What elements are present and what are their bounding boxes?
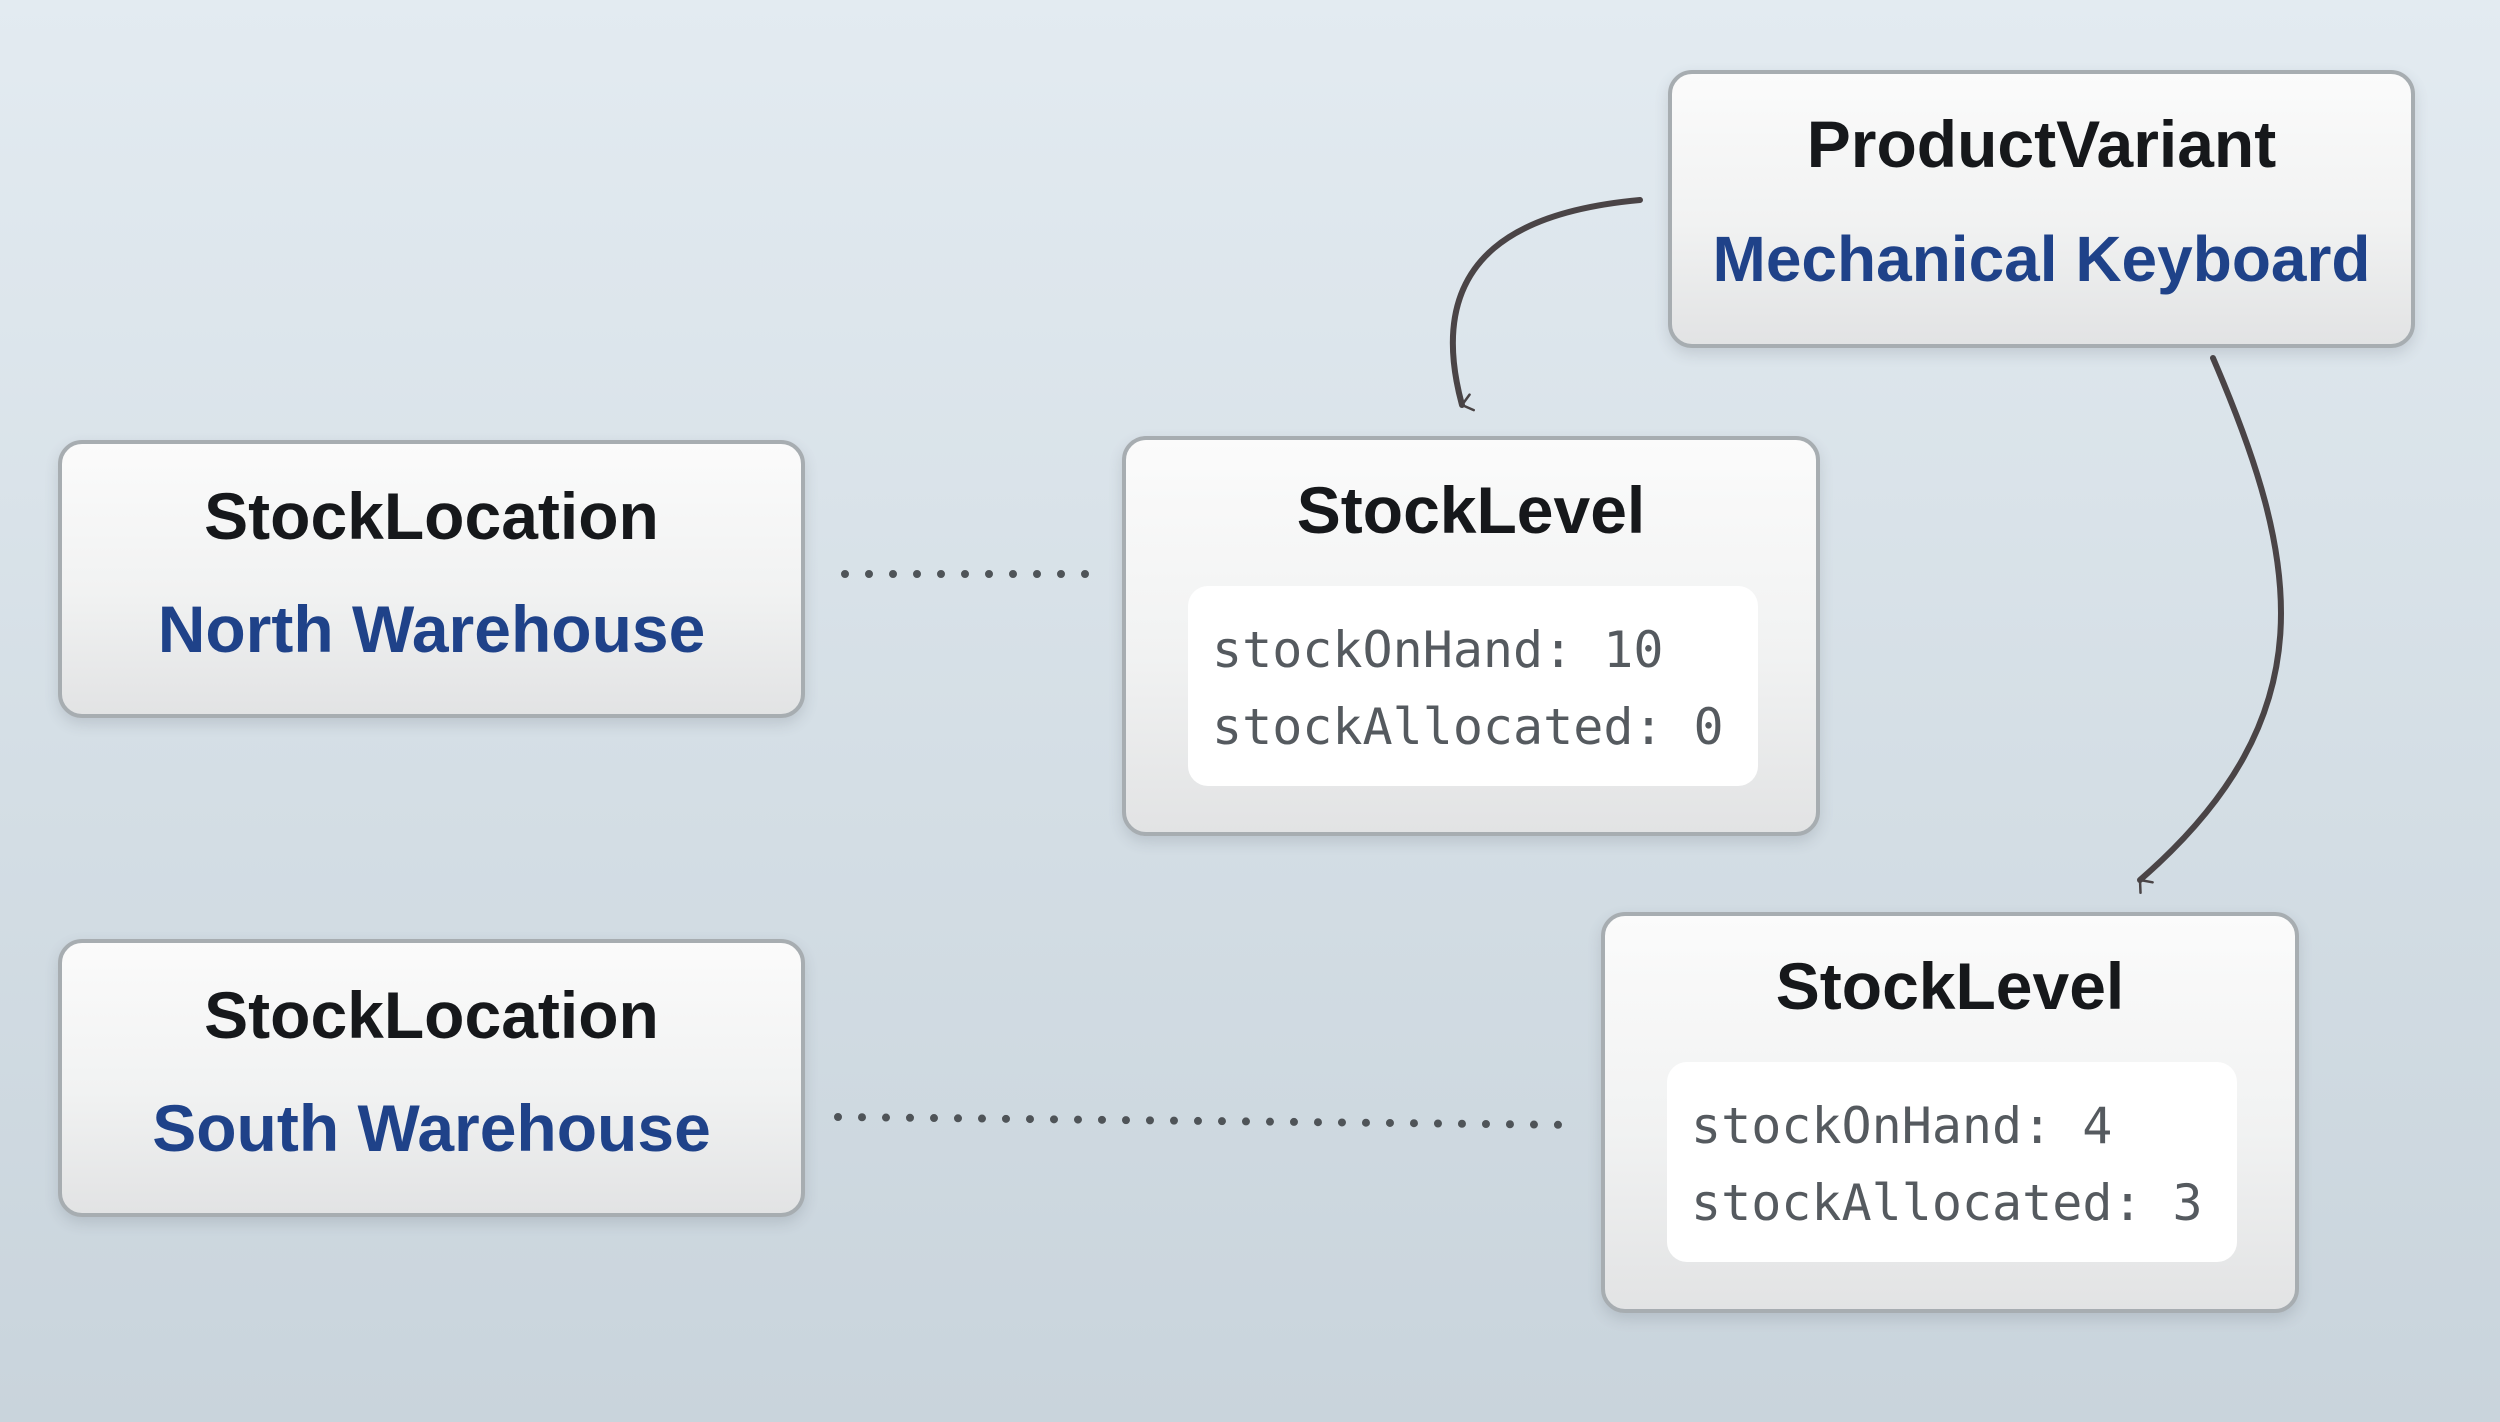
stock-allocated-label: stockAllocated xyxy=(1212,698,1634,756)
field-separator: : xyxy=(1633,698,1664,756)
stock-on-hand-value: 4 xyxy=(2082,1097,2113,1155)
stock-level-north-node: StockLevel stockOnHand:10 stockAllocated… xyxy=(1122,436,1820,836)
stock-allocated-row: stockAllocated:0 xyxy=(1212,689,1736,766)
stock-allocated-label: stockAllocated xyxy=(1691,1174,2113,1232)
arrow-product-to-stock-level-south xyxy=(2137,355,2285,895)
dotted-link-south-warehouse xyxy=(834,1113,1582,1129)
stock-on-hand-label: stockOnHand xyxy=(1212,621,1544,679)
stock-location-south-node: StockLocation South Warehouse xyxy=(58,939,805,1217)
stock-location-south-title: StockLocation xyxy=(204,978,659,1052)
stock-level-south-node: StockLevel stockOnHand:4 stockAllocated:… xyxy=(1601,912,2299,1313)
stock-level-north-title: StockLevel xyxy=(1296,473,1646,547)
stock-location-north-name: North Warehouse xyxy=(157,592,706,666)
stock-level-south-title: StockLevel xyxy=(1775,949,2125,1023)
stock-allocated-value: 0 xyxy=(1693,698,1724,756)
stock-allocated-value: 3 xyxy=(2172,1174,2203,1232)
arrow-product-to-stock-level-north xyxy=(1449,197,1643,412)
stock-allocated-row: stockAllocated:3 xyxy=(1691,1165,2215,1242)
product-variant-node: ProductVariant Mechanical Keyboard xyxy=(1668,70,2415,348)
stock-location-north-title: StockLocation xyxy=(204,479,659,553)
stock-on-hand-row: stockOnHand:10 xyxy=(1212,612,1736,689)
stock-on-hand-label: stockOnHand xyxy=(1691,1097,2023,1155)
stock-on-hand-value: 10 xyxy=(1603,621,1664,679)
stock-location-south-name: South Warehouse xyxy=(152,1091,711,1165)
stock-level-south-fields: stockOnHand:4 stockAllocated:3 xyxy=(1667,1062,2237,1262)
field-separator: : xyxy=(2022,1097,2053,1155)
product-variant-name: Mechanical Keyboard xyxy=(1712,223,2371,295)
stock-location-north-node: StockLocation North Warehouse xyxy=(58,440,805,718)
product-variant-title: ProductVariant xyxy=(1806,107,2277,181)
stock-on-hand-row: stockOnHand:4 xyxy=(1691,1088,2215,1165)
field-separator: : xyxy=(2112,1174,2143,1232)
field-separator: : xyxy=(1543,621,1574,679)
stock-level-north-fields: stockOnHand:10 stockAllocated:0 xyxy=(1188,586,1758,786)
